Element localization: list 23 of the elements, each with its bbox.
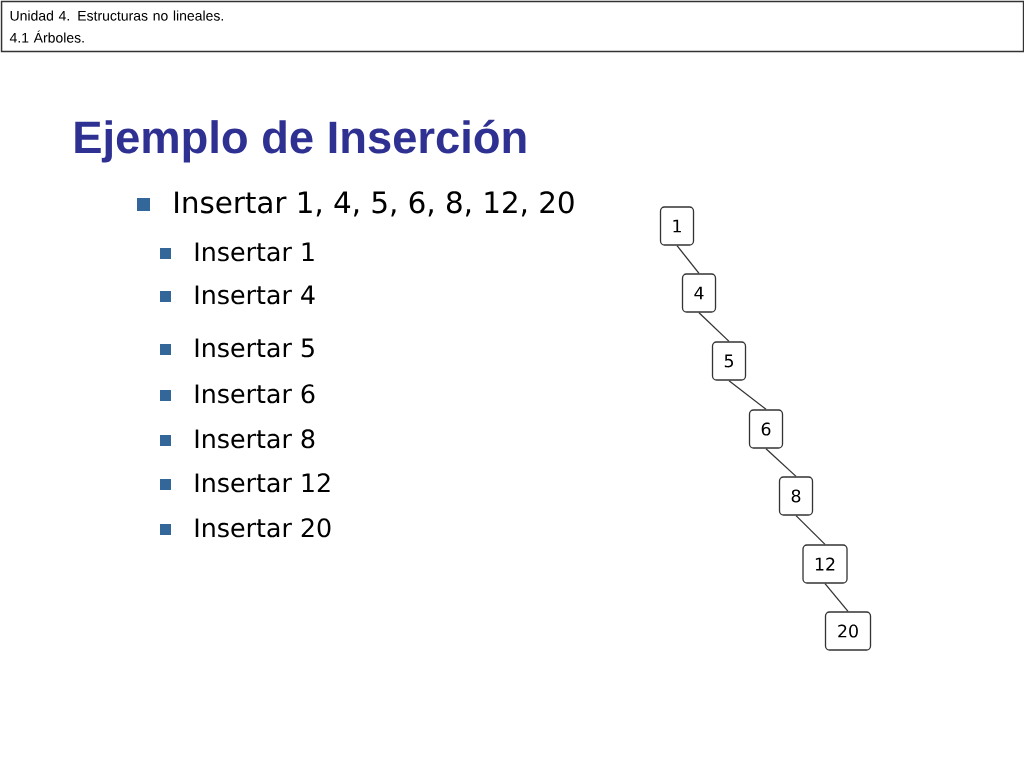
connector-line <box>765 448 797 477</box>
connector-line <box>698 312 730 342</box>
bullet-text: Insertar 12 <box>195 473 330 493</box>
connector-line <box>728 380 767 410</box>
connector-line <box>676 245 700 274</box>
bullet-text: Insertar 4 <box>195 285 315 305</box>
connector-line <box>824 583 849 612</box>
bullet-text: Insertar 6 <box>195 384 315 404</box>
bullet-text: Insertar 20 <box>195 518 331 538</box>
connector-line <box>795 515 826 545</box>
bullet-text: Insertar 5 <box>195 338 314 358</box>
header-box: Unidad 4. Estructuras no lineales. 4.1 Árboles. <box>0 0 1024 53</box>
bullet-text: Insertar 8 <box>195 429 315 449</box>
tree-node: 5 <box>711 341 747 381</box>
tree-node: 12 <box>802 544 848 584</box>
tree-node: 4 <box>681 273 717 313</box>
tree-node: 20 <box>824 611 872 651</box>
tree-node: 1 <box>659 206 695 246</box>
title: Ejemplo de Inserción <box>75 119 526 163</box>
bullet-text: Insertar 1 <box>195 242 314 262</box>
tree-node: 6 <box>748 409 784 449</box>
bullet-text: Insertar 1, 4, 5, 6, 8, 12, 20 <box>175 191 574 217</box>
tree-node: 8 <box>778 476 814 516</box>
